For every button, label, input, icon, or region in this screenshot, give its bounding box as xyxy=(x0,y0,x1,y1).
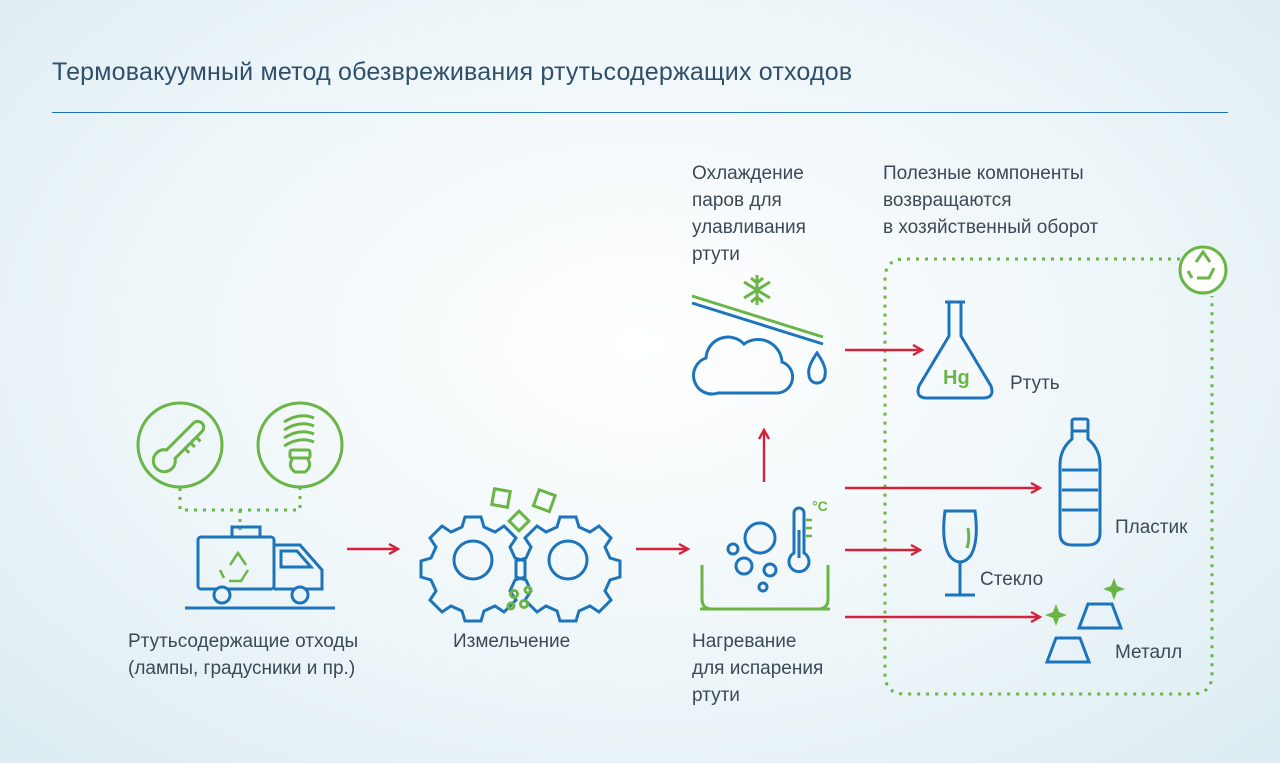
title-divider xyxy=(52,112,1228,113)
snowflake-icon xyxy=(743,275,771,305)
temperature-unit: °C xyxy=(812,498,828,514)
label-shredding: Измельчение xyxy=(453,631,571,652)
label-glass: Стекло xyxy=(980,569,1044,590)
label-waste: Ртутьсодержащие отходы (лампы, градусник… xyxy=(128,631,359,679)
label-heating: Нагревание для испарения ртути xyxy=(692,631,824,706)
mercury-symbol: Hg xyxy=(943,367,970,389)
recycle-small-icon xyxy=(218,550,250,583)
page-title: Термовакуумный метод обезвреживания ртут… xyxy=(52,58,853,86)
wine-glass-icon xyxy=(942,509,978,597)
useful-components-frame xyxy=(883,257,1214,696)
label-metal: Металл xyxy=(1115,642,1183,663)
label-mercury: Ртуть xyxy=(1010,373,1060,394)
cloud-condenser-icon xyxy=(691,294,827,396)
sparkle-icon xyxy=(1045,578,1125,626)
label-useful-components: Полезные компоненты возвращаются в хозяй… xyxy=(883,163,1099,238)
energy-saving-lamp-icon xyxy=(256,401,344,489)
label-plastic: Пластик xyxy=(1115,517,1188,538)
recycle-icon xyxy=(1178,245,1228,295)
label-cooling: Охлаждение паров для улавливания ртути xyxy=(692,163,806,265)
heating-bath-icon xyxy=(700,506,830,611)
flask-icon xyxy=(916,300,994,400)
crushed-particles xyxy=(489,486,558,611)
metal-ingots-icon xyxy=(1044,602,1124,664)
connector-dotted xyxy=(178,488,302,530)
thermometer-icon xyxy=(136,401,224,489)
bottle-icon xyxy=(1058,417,1102,547)
recycling-truck-icon xyxy=(185,525,335,610)
gears-icon xyxy=(419,515,622,623)
process-arrows xyxy=(347,350,1040,617)
